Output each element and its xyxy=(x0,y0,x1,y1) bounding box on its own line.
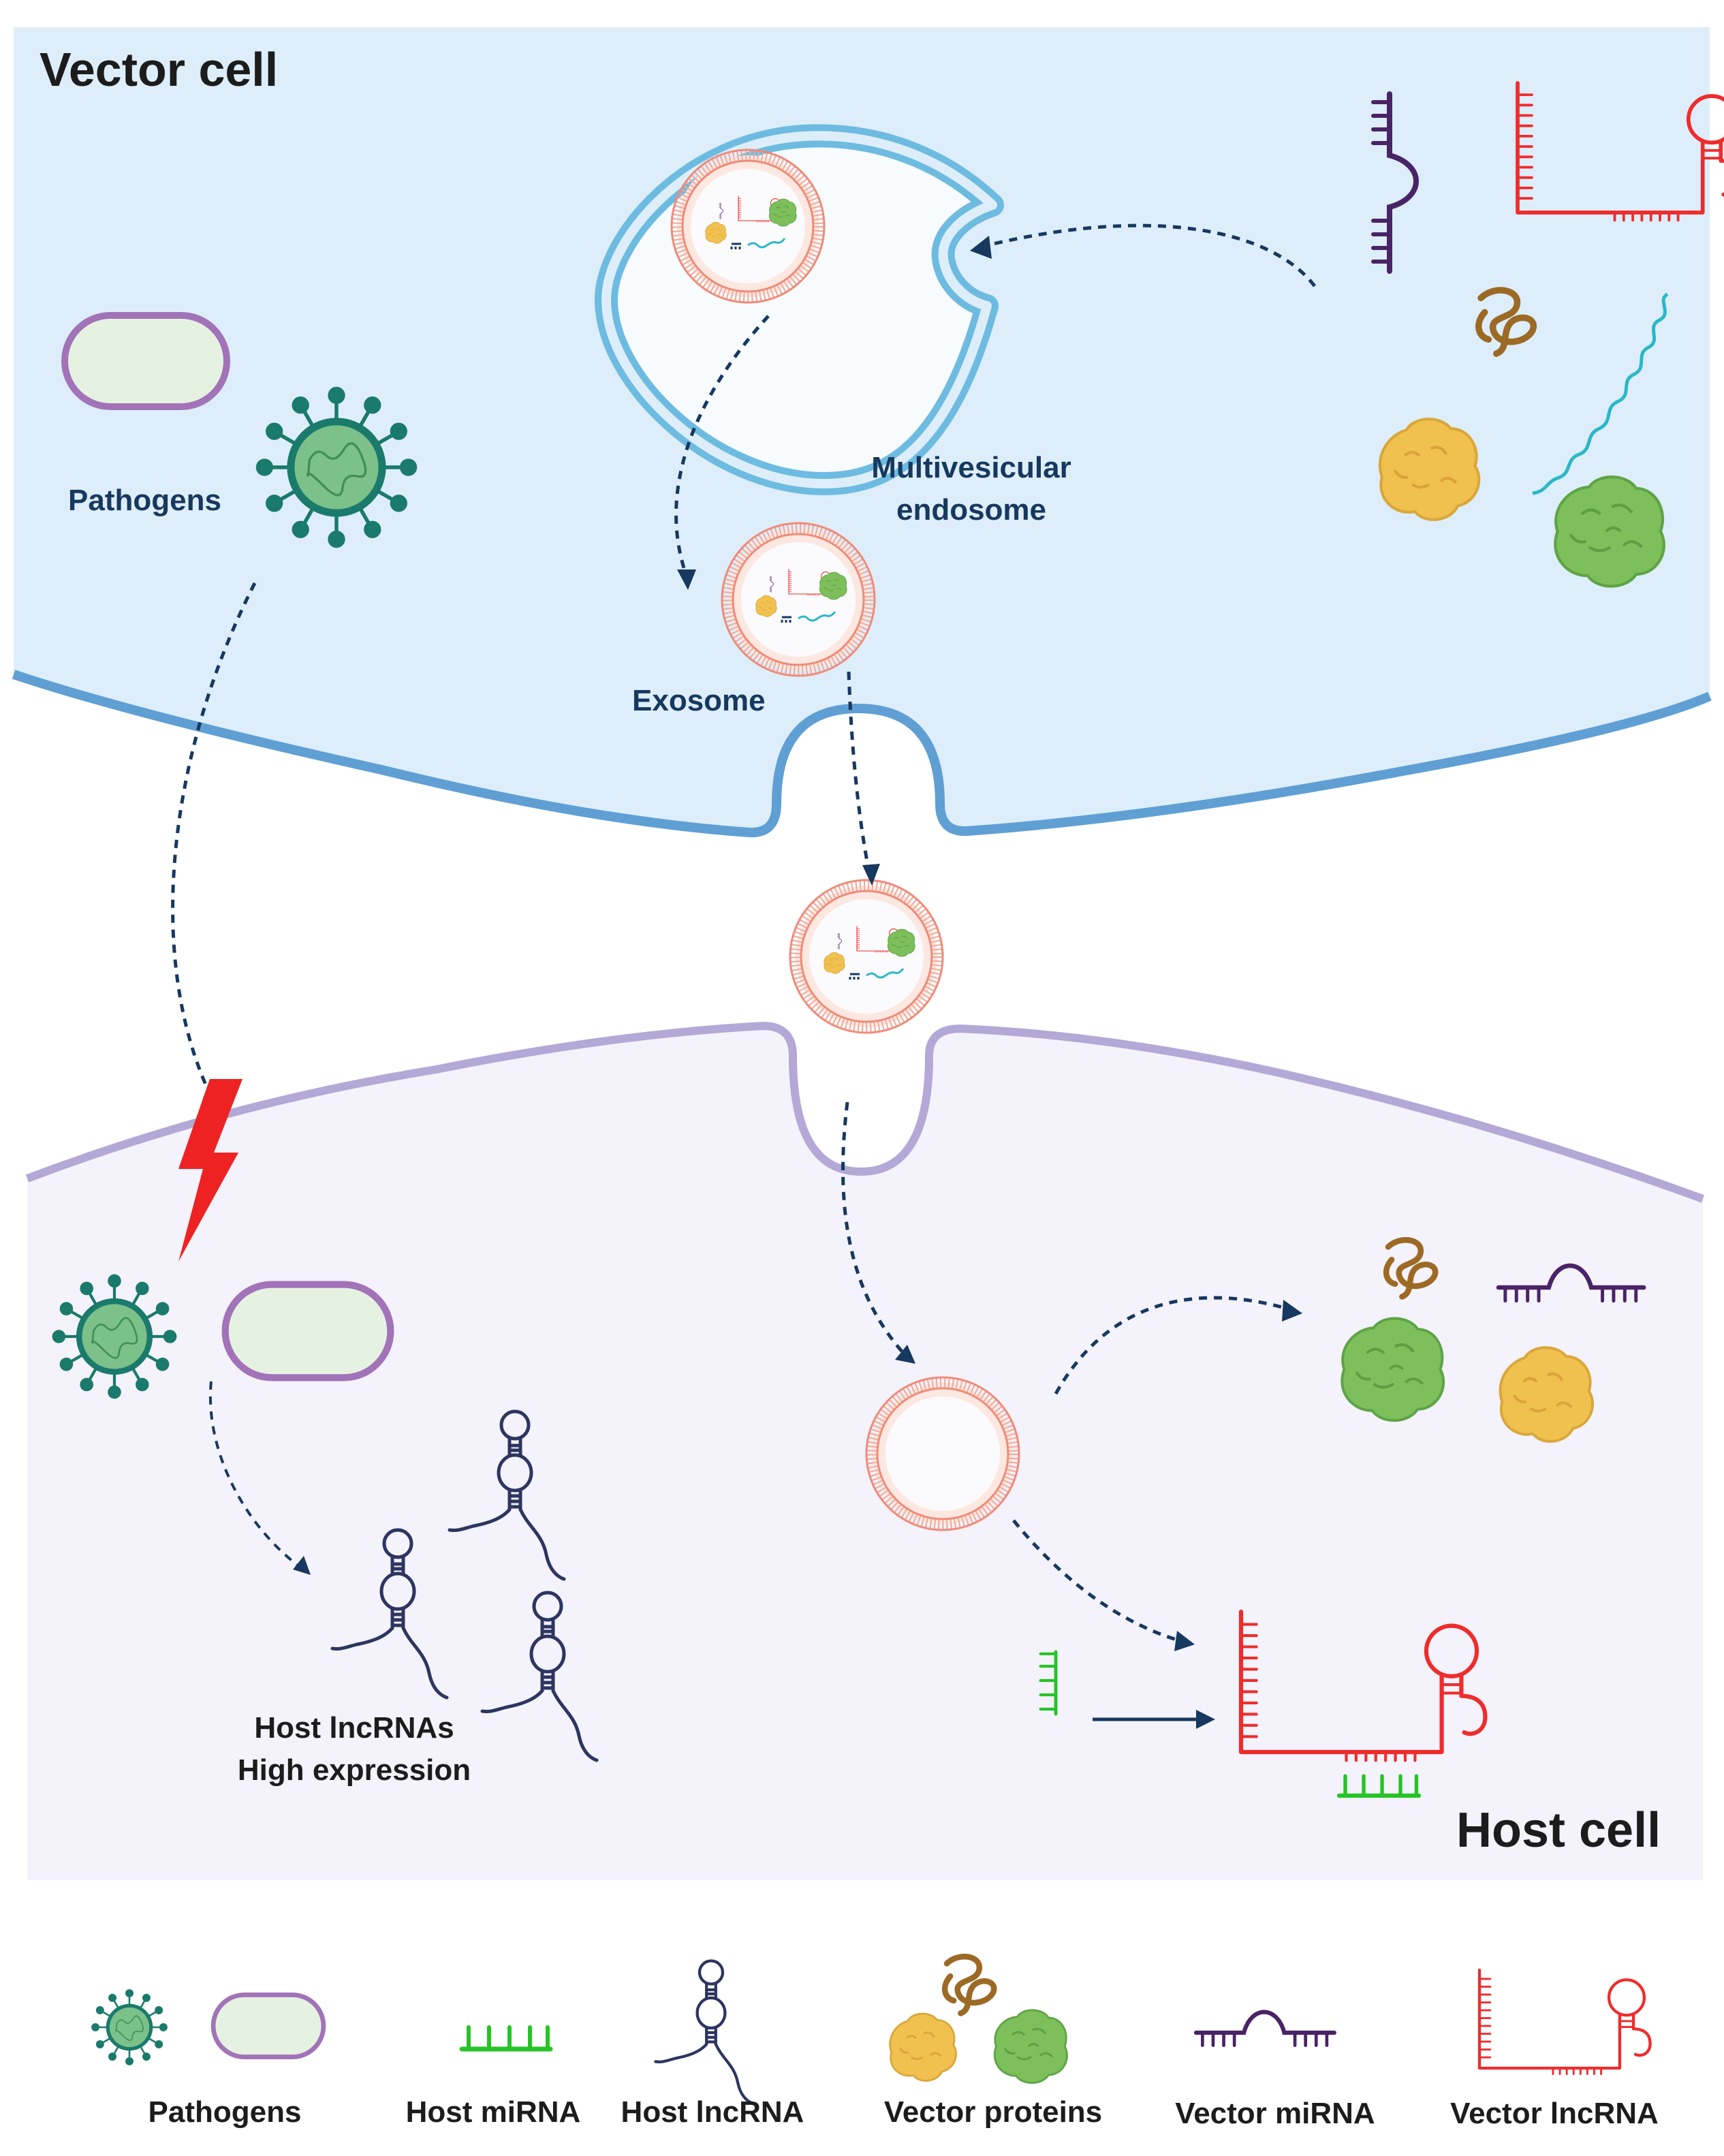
multivesicular-label-line1: Multivesicular xyxy=(871,451,1071,484)
released-protein-yellow xyxy=(1499,1346,1595,1443)
legend-label-host-lncrna: Host lncRNA xyxy=(621,2095,804,2129)
exosome-in-endosome xyxy=(672,150,824,302)
arrowhead xyxy=(1196,1710,1215,1729)
vector-rna-strand xyxy=(1532,292,1669,495)
multivesicular-label-line2: endosome xyxy=(896,493,1047,527)
host-lncrnas-label: Host lncRNAs High expression xyxy=(204,1707,504,1792)
host-lncrnas-label-line1: Host lncRNAs xyxy=(254,1711,454,1745)
exosome-empty xyxy=(866,1377,1019,1530)
arrow-to-vector-lncrna xyxy=(1012,1519,1179,1642)
pathogens-label: Pathogens xyxy=(68,484,221,517)
legend-protein-yellow-icon xyxy=(889,2012,957,2082)
arrowhead xyxy=(1282,1300,1302,1322)
bacterium-host xyxy=(221,1281,394,1381)
arrow-endosome-to-exosome xyxy=(674,315,770,573)
arrowhead xyxy=(293,1556,311,1575)
lightning-bolt-icon xyxy=(178,1079,242,1262)
arrowhead xyxy=(895,1345,915,1364)
arrow-to-host-lncrnas xyxy=(208,1381,301,1568)
legend-bacterium-icon xyxy=(210,1993,326,2059)
legend-label-vector-mirna: Vector miRNA xyxy=(1175,2097,1375,2130)
host-cell-membrane xyxy=(25,1021,1705,1203)
legend-vector-mirna-icon xyxy=(1196,2012,1334,2046)
arrow-to-endosome xyxy=(987,223,1316,287)
legend-protein-brown-icon xyxy=(945,1956,994,2013)
legend-host-mirna-icon xyxy=(462,2027,550,2049)
bacterium-vector xyxy=(61,312,230,410)
arrow-pathogen-to-host xyxy=(171,582,257,1098)
host-lncrnas-label-line2: High expression xyxy=(237,1753,471,1787)
host-cell-title: Host cell xyxy=(1456,1803,1661,1858)
legend-label-vector-proteins: Vector proteins xyxy=(883,2095,1103,2129)
host-cell-body xyxy=(27,1026,1703,1880)
arrowhead xyxy=(677,569,696,590)
legend-virus-icon xyxy=(91,1989,168,2065)
arrow-to-released-proteins xyxy=(1054,1296,1285,1395)
vector-protein-green-top xyxy=(1555,477,1664,586)
legend-host-lncrna-icon xyxy=(655,1961,753,2104)
arrowhead xyxy=(1174,1631,1195,1651)
vector-cell-membrane xyxy=(12,670,1712,838)
released-protein-green xyxy=(1341,1317,1445,1422)
exosome-crossing xyxy=(790,880,943,1033)
legend-label-host-mirna: Host miRNA xyxy=(405,2095,581,2129)
arrowhead xyxy=(862,864,880,886)
arrow-exosome-to-membrane xyxy=(847,671,871,873)
multivesicular-label: Multivesicular endosome xyxy=(842,447,1101,531)
vector-cell-title: Vector cell xyxy=(40,43,279,96)
exosome xyxy=(722,523,875,676)
legend-vector-lncrna-icon xyxy=(1479,1970,1650,2074)
legend-label-pathogens: Pathogens xyxy=(148,2095,302,2129)
legend-protein-green-icon xyxy=(993,2009,1068,2084)
vector-protein-yellow-top xyxy=(1380,419,1479,520)
arrowhead xyxy=(970,236,992,259)
legend-label-vector-lncrna: Vector lncRNA xyxy=(1450,2097,1659,2130)
exosome-label: Exosome xyxy=(632,684,766,717)
